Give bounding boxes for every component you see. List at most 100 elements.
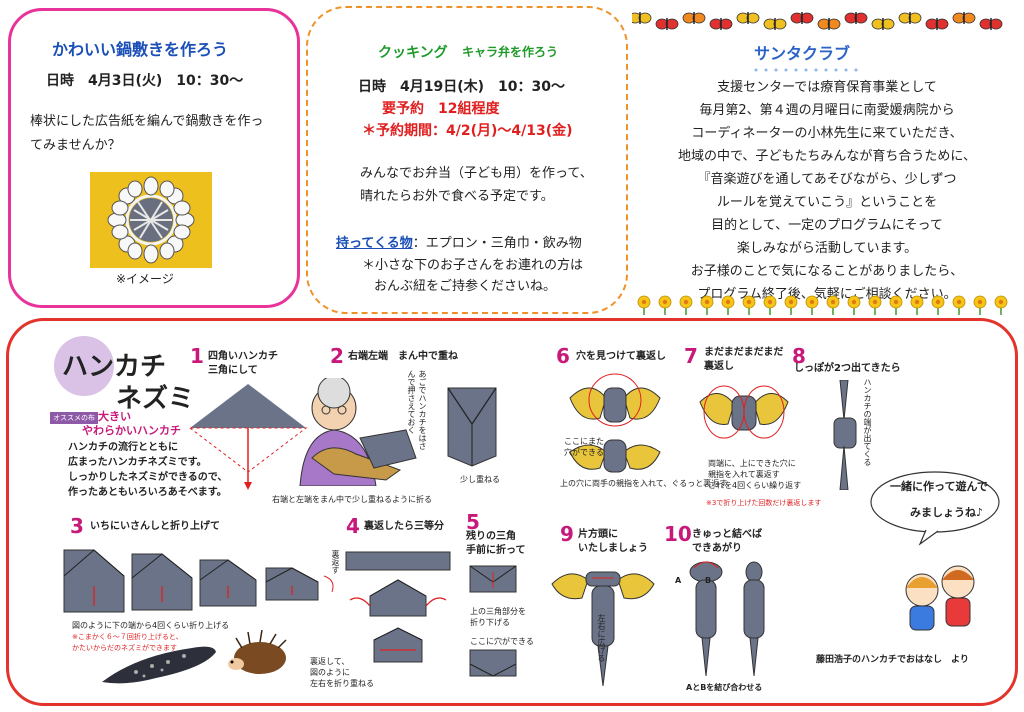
event2-title-b: キャラ弁を作ろう <box>462 45 559 59</box>
santa-title: サンタクラブ <box>754 44 851 63</box>
step-4-number: 4 <box>346 514 360 538</box>
butterfly-icon <box>790 12 814 24</box>
step-1-illustration <box>184 378 312 498</box>
santa-line: ルールを覚えていこう』ということを <box>716 195 938 210</box>
step-7-text-1: まだまだまだまだ <box>704 347 784 358</box>
step-10-text-2: できあがり <box>692 543 742 554</box>
flower-icon <box>763 295 777 315</box>
step-8-text: しっぽが2つ出てきたら <box>794 363 901 374</box>
butterfly-icon <box>925 18 949 30</box>
step-9-illustration <box>548 558 658 688</box>
bubble-line-1: 一緒に作って遊んで <box>890 480 988 493</box>
santa-body: 支援センターでは療育保育事業として 毎月第2、第４週の月曜日に南愛媛病院から コ… <box>640 76 1014 306</box>
step-9-text-2: いたしましょう <box>578 543 648 554</box>
step-4-bottom-1: 裏返して、 <box>310 657 350 666</box>
step-6-bottom-note: 上の穴に両手の親指を入れて、ぐるっと裏返す <box>560 479 728 488</box>
intro-line: 作ったあともいろいろあそべます。 <box>68 487 227 498</box>
event2-note-1: ＊小さな下のお子さんをお連れの方は <box>362 258 584 273</box>
step-5-illustration <box>466 560 526 690</box>
step-10-text-1: きゅっと結べば <box>692 529 762 540</box>
flower-icon <box>742 295 756 315</box>
santa-line: 地域の中で、子どもたちみんなが育ち合うために、 <box>677 149 977 164</box>
step-7-number: 7 <box>684 344 698 368</box>
flower-icon <box>994 295 1008 315</box>
step-4-bottom-3: 左右を折り重ねる <box>310 679 374 688</box>
step-7-warn: ※3で折り上げた回数だけ裏返します <box>706 499 822 507</box>
flower-border-bottom <box>634 292 1018 316</box>
butterfly-icon <box>682 12 706 24</box>
step-1-number: 1 <box>190 344 204 368</box>
flower-icon <box>658 295 672 315</box>
mouse-photo-illustration <box>96 638 220 686</box>
event1-title: かわいい鍋敷きを作ろう <box>52 40 229 59</box>
craft-box-handkerchief-mouse <box>6 318 1018 706</box>
recommend-line-1: 大きい <box>98 410 131 423</box>
step-2-fold-illustration <box>446 384 498 468</box>
step-7-note-3: これを4回くらい繰り返す <box>708 481 802 490</box>
step-7-text-2: 裏返し <box>704 361 734 372</box>
flower-icon <box>700 295 714 315</box>
intro-line: ハンカチの流行とともに <box>68 442 178 453</box>
santa-line: 目的として、一定のプログラムにそって <box>711 218 943 233</box>
craft-intro: ハンカチの流行とともに 広まったハンカチネズミです。 しっかりしたネズミができる… <box>68 440 227 500</box>
flower-icon <box>637 295 651 315</box>
santa-line: 『音楽遊びを通してあそびながら、少しずつ <box>697 172 957 187</box>
step-9-vertical-note: 左右に広げる <box>597 614 606 662</box>
event-box-nabeshiki <box>8 8 300 308</box>
trivet-photo <box>90 172 212 268</box>
credit-text: 藤田浩子のハンカチでおはなし より <box>816 655 969 665</box>
santa-line: 楽しみながら活動しています。 <box>736 241 918 256</box>
event2-note-2: おんぶ紐をご持参くださいね。 <box>374 279 557 294</box>
event1-date: 日時 4月3日(火) 10：30～ <box>46 73 244 89</box>
flower-icon <box>826 295 840 315</box>
step-2-number: 2 <box>330 344 344 368</box>
event1-desc-1: 棒状にした広告紙を編んで鍋敷きを作っ <box>30 114 264 129</box>
butterfly-icon <box>628 12 652 24</box>
step-10-illustration <box>672 556 782 680</box>
santa-line: 毎月第2、第４週の月曜日に南愛媛病院から <box>699 103 955 118</box>
butterfly-icon <box>952 12 976 24</box>
step-7-note-1: 両端に、上にできた穴に <box>708 459 796 468</box>
flower-icon <box>889 295 903 315</box>
step-10-ab-note: AとBを結び合わせる <box>686 683 763 692</box>
step-8-illustration <box>826 379 862 491</box>
event2-desc-1: みんなでお弁当（子ども用）を作って、 <box>360 166 593 181</box>
event1-desc-2: てみませんか？ <box>30 138 121 153</box>
step-4-text: 裏返したら三等分 <box>364 521 444 532</box>
flower-icon <box>805 295 819 315</box>
butterfly-icon <box>655 18 679 30</box>
step-5-text-1: 残りの三角 <box>466 531 516 542</box>
step-8-vertical-note: ハンカチの端が出てくる <box>863 378 872 466</box>
flower-icon <box>868 295 882 315</box>
intro-line: 広まったハンカチネズミです。 <box>68 457 207 468</box>
event2-bring-label: 持ってくる物 <box>336 236 413 251</box>
santa-line: 支援センターでは療育保育事業として <box>717 80 937 95</box>
santa-line: コーディネーターの小林先生に来ていただき、 <box>691 126 963 141</box>
step-4-illustration <box>336 540 456 680</box>
butterfly-icon <box>763 18 787 30</box>
step-6-hole-1: ここにまた <box>564 437 604 446</box>
flower-icon <box>973 295 987 315</box>
step-3-number: 3 <box>70 514 84 538</box>
flower-icon <box>721 295 735 315</box>
step-2-vertical-note: あごでハンカチをはさんで押さえておく <box>407 370 427 450</box>
step-5-note-1: 上の三角部分を <box>470 607 526 616</box>
butterfly-icon <box>898 12 922 24</box>
speech-bubble <box>868 470 1002 546</box>
step-2-bottom-note: 右端と左端をまん中で少し重ねるように折る <box>272 495 432 504</box>
step-1-text-1: 四角いハンカチ <box>208 351 278 362</box>
step-10-number: 10 <box>664 522 692 546</box>
bubble-line-2: みましょうね♪ <box>910 506 984 519</box>
step-6-hole-2: 穴ができる <box>564 448 604 457</box>
butterfly-icon <box>709 18 733 30</box>
step-2-overlap-note: 少し重ねる <box>460 475 500 484</box>
step-5-text-2: 手前に折って <box>466 545 526 556</box>
trivet-image <box>107 176 195 264</box>
step-6-number: 6 <box>556 344 570 368</box>
recommend-line-2: やわらかいハンカチ <box>82 424 181 437</box>
event-box-cooking <box>306 6 628 314</box>
butterfly-icon <box>871 18 895 30</box>
flower-icon <box>910 295 924 315</box>
step-5-note-2: 折り下げる <box>470 618 510 627</box>
craft-title-2: ネズミ <box>116 384 195 414</box>
